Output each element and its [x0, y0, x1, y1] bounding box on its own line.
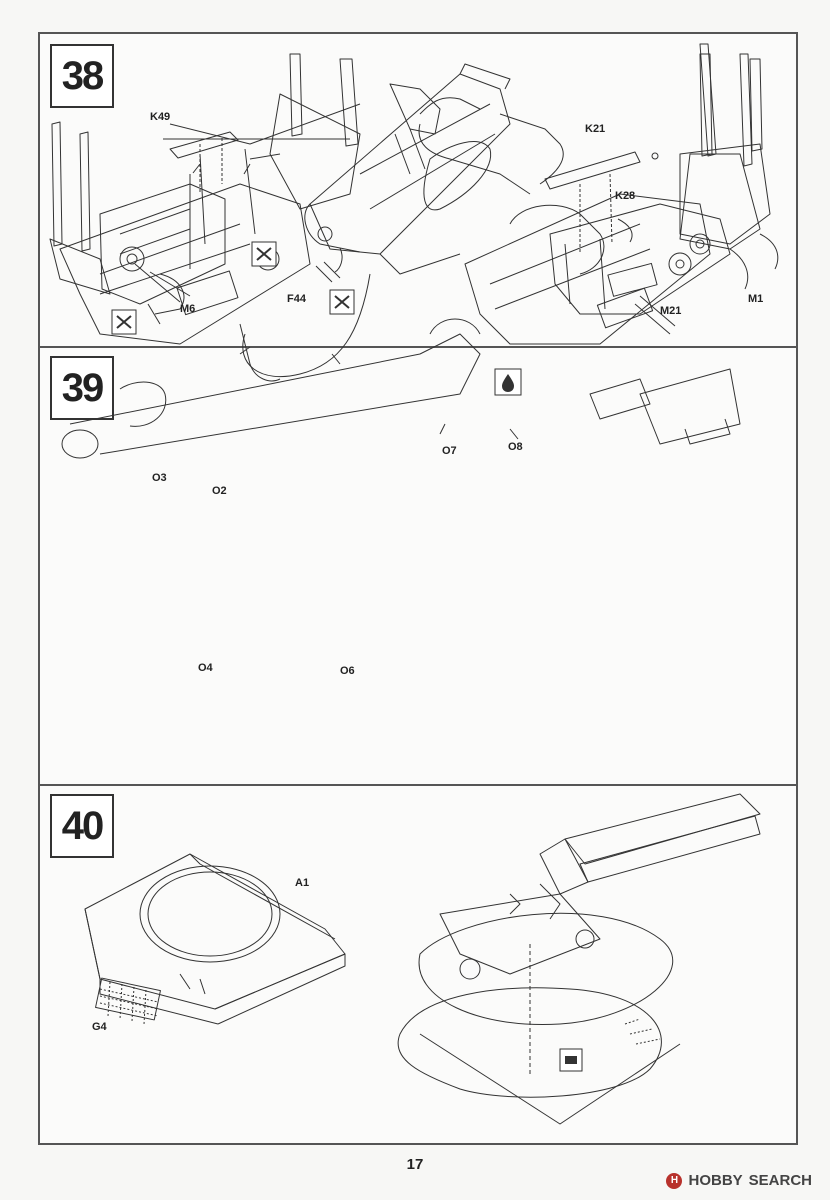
step-divider	[40, 346, 796, 348]
cut-off-parts-icon	[251, 241, 277, 267]
step39-assembly-right	[389, 53, 771, 445]
part-label-k28: K28	[615, 190, 635, 202]
step-number-39: 39	[50, 356, 114, 420]
step40-gun-mount	[397, 793, 761, 1125]
part-label-o4: O4	[198, 662, 214, 674]
part-label-o2: O2	[212, 485, 227, 497]
part-label-k49: K49	[150, 111, 170, 123]
part-label-o6: O6	[340, 665, 355, 677]
paint-icon	[559, 1048, 583, 1072]
watermark-brand: HOBBY	[688, 1172, 743, 1189]
step39-leader-lines	[163, 138, 519, 440]
watermark: H HOBBY SEARCH	[666, 1172, 812, 1189]
step-number-40: 40	[50, 794, 114, 858]
part-label-m6: M6	[180, 303, 195, 315]
cut-off-parts-icon	[329, 289, 355, 315]
part-label-m1: M1	[748, 293, 763, 305]
step38-assembly-left	[49, 121, 239, 325]
instruction-sheet: 38 39 40	[38, 32, 798, 1145]
step38-assembly-right	[544, 43, 779, 335]
part-label-o8: O8	[508, 441, 523, 453]
step38-assembly-middle	[304, 63, 511, 283]
part-label-g4: G4	[92, 1021, 108, 1033]
cut-off-parts-icon	[111, 309, 137, 335]
page-number: 17	[406, 1156, 424, 1173]
part-label-a1: A1	[295, 877, 309, 889]
step40-turret-ring	[84, 853, 346, 1025]
watermark-suffix: SEARCH	[748, 1172, 812, 1189]
part-label-o3: O3	[152, 472, 167, 484]
glue-drop-icon	[494, 368, 522, 396]
step-number-38: 38	[50, 44, 114, 108]
step-divider	[40, 784, 796, 786]
part-label-o7: O7	[442, 445, 457, 457]
assembly-illustrations: K49 M6 F44 K21 K28 M21 M1 O3 O2 O4 O6 O7…	[49, 43, 779, 1125]
step40-mesh-part	[95, 977, 161, 1025]
part-label-f44: F44	[287, 293, 307, 305]
part-label-k21: K21	[585, 123, 605, 135]
part-label-m21: M21	[660, 305, 681, 317]
brand-logo-icon: H	[666, 1172, 683, 1189]
step39-assembly-left	[59, 53, 481, 459]
